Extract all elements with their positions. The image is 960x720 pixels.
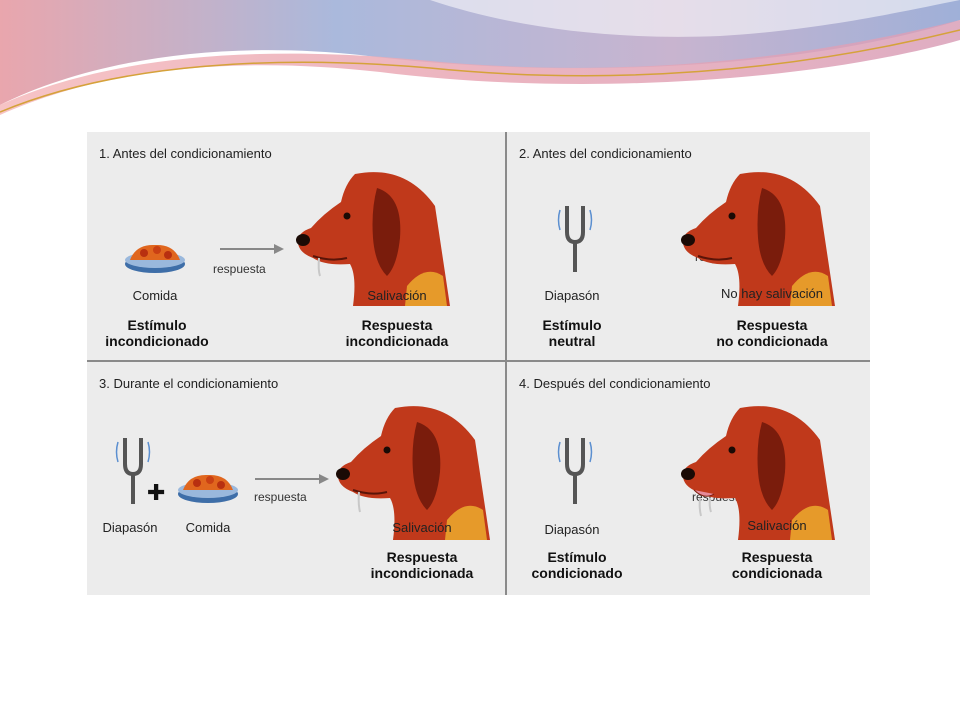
dog-head-icon: [681, 406, 835, 540]
panel-2: 2. Antes del condicionamiento respuesta …: [507, 132, 870, 360]
dog-head-icon: [681, 172, 835, 306]
wave-banner: [0, 0, 960, 115]
response-caption: No hay salivación: [721, 286, 823, 301]
stimulus-caption: Diapasón: [544, 288, 600, 303]
food-bowl-icon: [125, 244, 185, 273]
dog-head-icon: [296, 172, 450, 306]
arrow-icon: [220, 244, 284, 254]
stimulus-caption: Diapasón: [544, 522, 600, 537]
panel-title: 4. Después del condicionamiento: [519, 376, 711, 391]
panel-1: 1. Antes del condicionamiento respuesta …: [87, 132, 505, 360]
food-bowl-icon: [178, 474, 238, 503]
tuning-fork-icon: [115, 438, 151, 504]
panel-title: 1. Antes del condicionamiento: [99, 146, 272, 161]
plus-icon: ✚: [147, 480, 166, 505]
response-caption: Salivación: [747, 518, 807, 533]
dog-head-icon: [336, 406, 490, 540]
arrow-label: respuesta: [213, 262, 266, 276]
panel-4: 4. Después del condicionamiento respuest…: [507, 362, 870, 595]
response-caption: Salivación: [367, 288, 427, 303]
horizontal-divider: [87, 360, 870, 362]
panel-title: 2. Antes del condicionamiento: [519, 146, 692, 161]
arrow-label: respuesta: [254, 490, 307, 504]
stimulus-caption: Comida: [132, 288, 178, 303]
tuning-fork-icon: [557, 206, 593, 272]
vertical-divider: [505, 132, 507, 595]
stimulus-caption-b: Comida: [185, 520, 231, 535]
panel-title: 3. Durante el condicionamiento: [99, 376, 279, 391]
arrow-icon: [255, 474, 329, 484]
panel-3: 3. Durante el condicionamiento ✚ respues…: [87, 362, 505, 595]
stimulus-caption-a: Diapasón: [102, 520, 158, 535]
conditioning-figure: 1. Antes del condicionamiento respuesta …: [87, 132, 870, 595]
response-caption: Salivación: [392, 520, 452, 535]
tuning-fork-icon: [557, 438, 593, 504]
